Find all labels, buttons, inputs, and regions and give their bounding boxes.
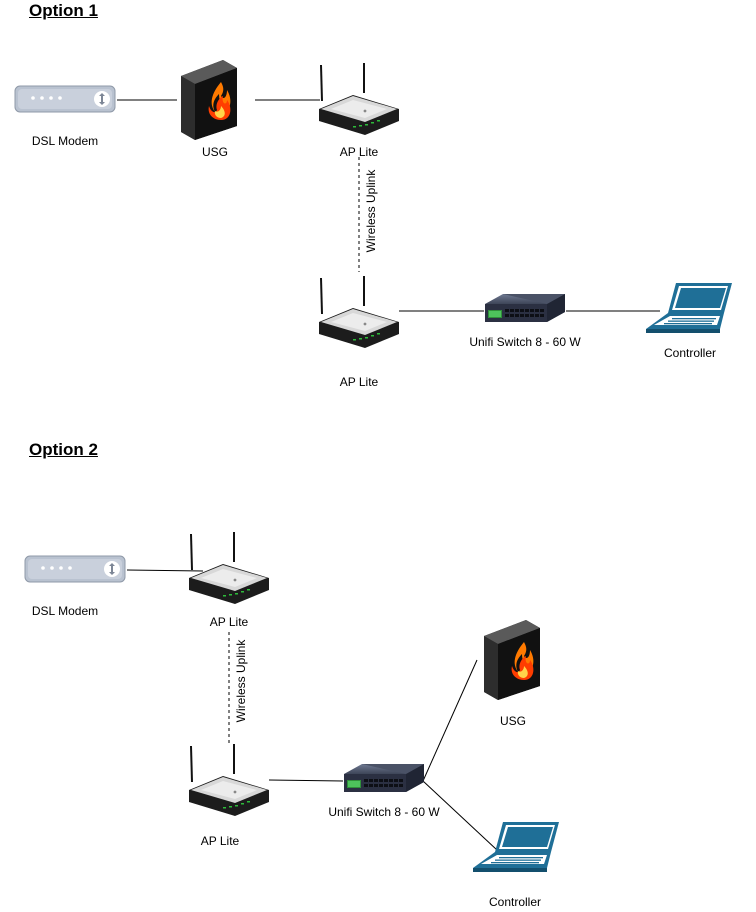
option2-heading: Option 2	[29, 440, 98, 459]
ap-lite-router-icon	[188, 531, 270, 605]
controller-label: Controller	[488, 895, 542, 909]
ap-lite-router-icon	[188, 743, 270, 817]
usg-label: USG	[201, 145, 228, 159]
ap-lite-label: AP Lite	[209, 615, 249, 629]
controller-laptop-icon	[646, 283, 732, 333]
ap-lite-label: AP Lite	[339, 375, 379, 389]
switch-icon	[344, 764, 424, 792]
dsl-modem-icon	[24, 555, 126, 583]
link-switch-usg	[422, 659, 478, 782]
controller-label: Controller	[663, 346, 717, 360]
option1-heading: Option 1	[29, 1, 98, 20]
dsl-modem-label: DSL Modem	[31, 134, 99, 148]
ap-lite-router-icon	[318, 275, 400, 349]
ap-lite-router-icon	[318, 62, 400, 136]
option2-connections	[126, 569, 498, 851]
wireless-uplink-label: Wireless Uplink	[234, 639, 248, 723]
link-modem-ap	[126, 569, 204, 572]
link-switch-controller	[422, 780, 498, 851]
dsl-modem-label: DSL Modem	[31, 604, 99, 618]
switch-label: Unifi Switch 8 - 60 W	[328, 805, 440, 819]
ap-lite-label: AP Lite	[339, 145, 379, 159]
controller-laptop-icon	[473, 822, 559, 872]
switch-label: Unifi Switch 8 - 60 W	[469, 335, 581, 349]
link-ap-switch	[268, 779, 344, 782]
dsl-modem-icon	[14, 85, 116, 113]
switch-icon	[485, 294, 565, 322]
option1-connections	[117, 99, 660, 312]
wireless-uplink-label: Wireless Uplink	[364, 169, 378, 253]
usg-firewall-icon	[484, 620, 540, 700]
usg-firewall-icon	[181, 60, 237, 140]
usg-label: USG	[499, 714, 526, 728]
ap-lite-label: AP Lite	[200, 834, 240, 848]
